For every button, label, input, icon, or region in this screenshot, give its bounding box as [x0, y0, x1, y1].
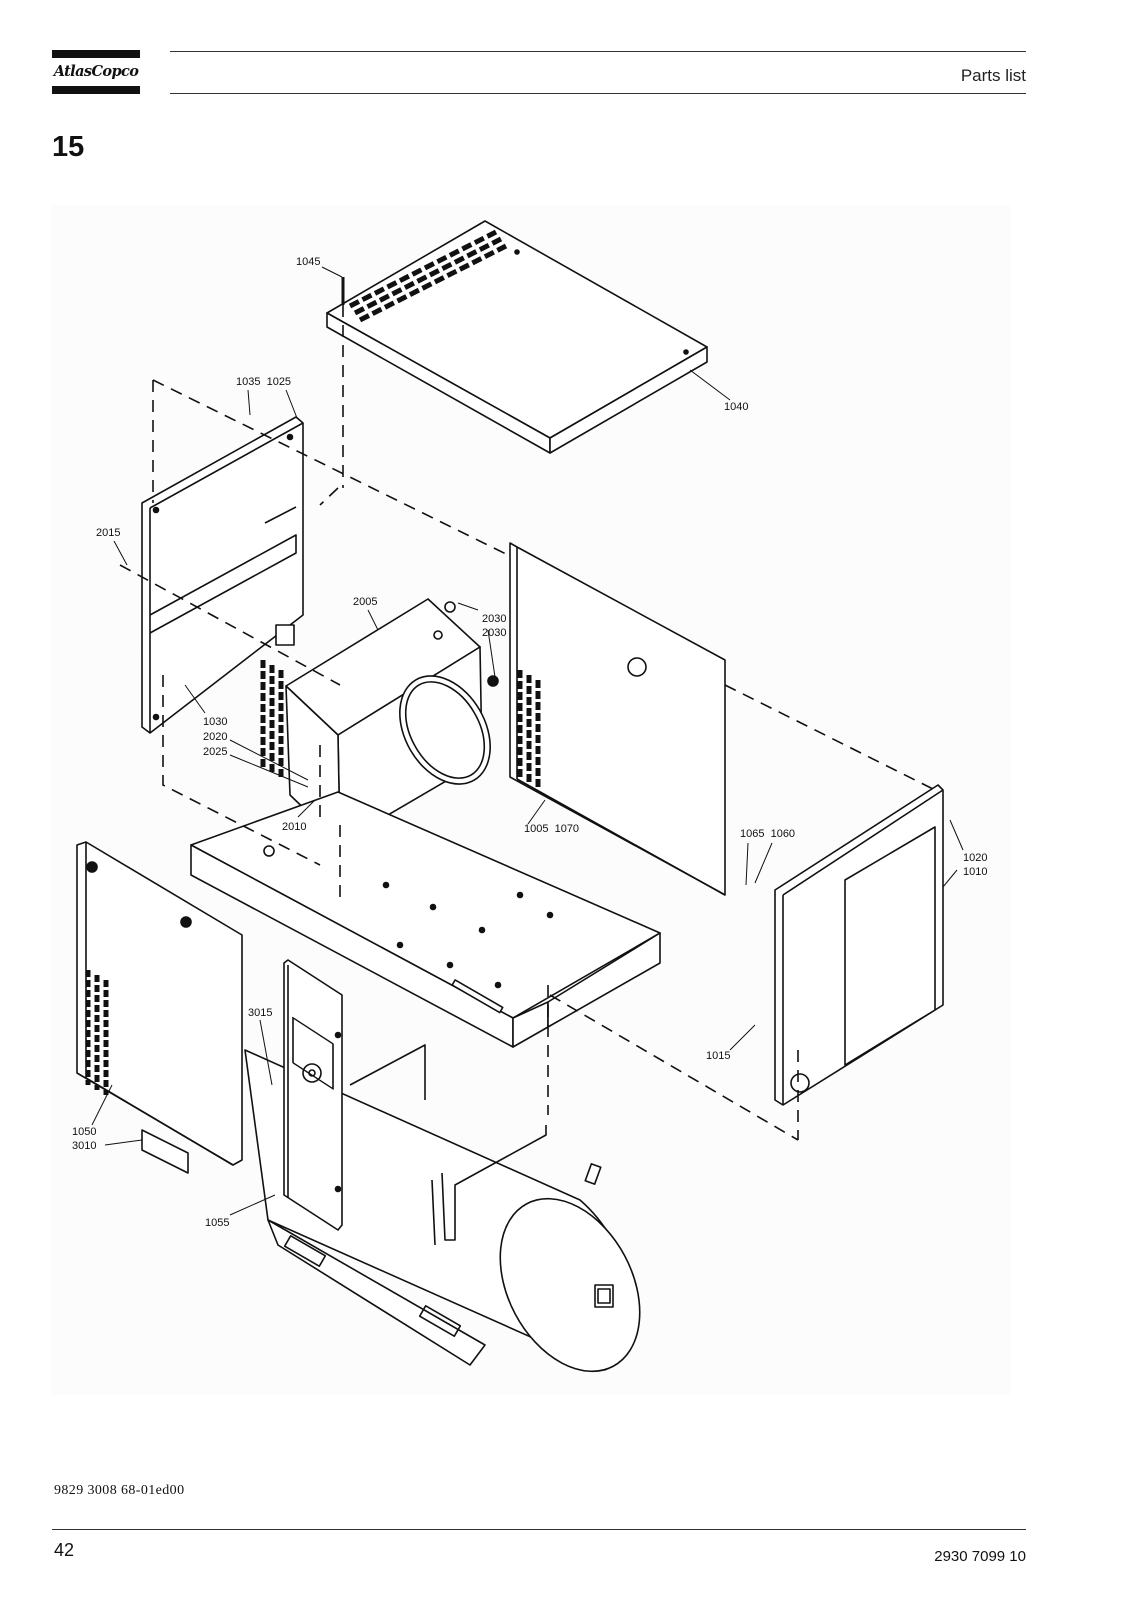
callout-1065-1060: 1065 1060	[740, 828, 795, 840]
callout-2010: 2010	[282, 821, 306, 833]
base-frame	[190, 791, 661, 1048]
page-number: 42	[54, 1540, 75, 1560]
center-door-panel	[283, 959, 343, 1231]
callout-3010: 3010	[72, 1140, 96, 1152]
fan-housing	[260, 598, 499, 844]
right-side-panel	[509, 542, 726, 896]
front-panel	[76, 841, 243, 1166]
callout-1050: 1050	[72, 1126, 96, 1138]
callout-1040: 1040	[724, 401, 748, 413]
footer-rule	[52, 1529, 1026, 1530]
logo-text: AtlasCopco	[53, 63, 139, 80]
callout-2030-a: 2030	[482, 613, 506, 625]
callout-2005: 2005	[353, 596, 377, 608]
label-plate-3010	[141, 1129, 189, 1174]
callout-2025: 2025	[203, 746, 227, 758]
header-rule-top	[170, 51, 1026, 52]
callout-1005-1070: 1005 1070	[524, 823, 579, 835]
left-side-panel	[141, 416, 304, 734]
assembly-dashed-lines	[119, 305, 936, 1141]
section-number: 15	[52, 131, 85, 163]
exploded-parts-drawing: 1045 1040 1035 1025 2015 2005 2030 2030 …	[50, 205, 1010, 1395]
callout-leader-lines	[91, 266, 964, 1216]
callout-1030: 1030	[203, 716, 227, 728]
top-cover-part	[326, 220, 708, 454]
callout-1010: 1010	[963, 866, 987, 878]
atlas-copco-logo: AtlasCopco	[52, 50, 140, 94]
document-reference: 9829 3008 68-01ed00	[54, 1483, 185, 1498]
document-number: 2930 7099 10	[934, 1548, 1026, 1565]
callout-1035-1025: 1035 1025	[236, 376, 291, 388]
header-title: Parts list	[960, 66, 1026, 85]
callout-labels: 1045 1040 1035 1025 2015 2005 2030 2030 …	[72, 256, 987, 1229]
drawing-svg: 1045 1040 1035 1025 2015 2005 2030 2030 …	[72, 220, 987, 1373]
header-rule-bottom	[170, 93, 1026, 94]
callout-1015: 1015	[706, 1050, 730, 1062]
callout-1045: 1045	[296, 256, 320, 268]
callout-3015: 3015	[248, 1007, 272, 1019]
logo-top-bar	[52, 50, 140, 58]
callout-1055: 1055	[205, 1217, 229, 1229]
callout-2020: 2020	[203, 731, 227, 743]
callout-2015: 2015	[96, 527, 120, 539]
back-panel	[774, 784, 944, 1106]
logo-bottom-bar	[52, 86, 140, 94]
callout-1020: 1020	[963, 852, 987, 864]
callout-2030-b: 2030	[482, 627, 506, 639]
